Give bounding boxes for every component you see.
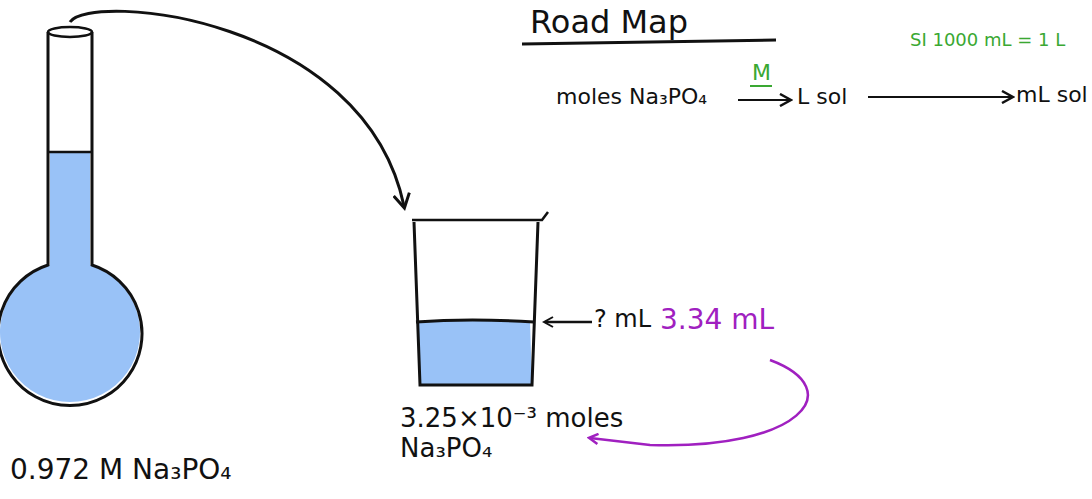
unknown-volume: ? mL [594,306,651,334]
beaker-sample: ? mL 3.34 mL 3.25×10⁻³ moles Na₃PO₄ [398,206,828,496]
level-pointer [545,321,592,324]
volumetric-flask [0,27,142,406]
road-arrow [738,99,790,101]
road-step: L sol [797,84,847,109]
road-step: moles Na₃PO₄ [556,84,707,109]
transfer-arrow [70,11,404,206]
conversion-factor: M [752,60,771,85]
flask-solution: 0.972 M Na₃PO₄ [4,22,266,494]
road-step: mL sol [1016,82,1088,107]
solution-label: 0.972 M Na₃PO₄ [10,454,232,486]
moles-label: 3.25×10⁻³ moles Na₃PO₄ [400,404,660,464]
conversion-factor: SI 1000 mL = 1 L [910,30,1065,51]
beaker [412,212,548,385]
volume-answer: 3.34 mL [660,304,774,336]
molarity-underline [750,85,772,87]
title: Road Map [530,4,688,41]
road-arrow [868,96,1012,98]
